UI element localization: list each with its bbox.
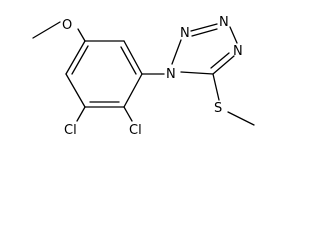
bond-ring-c4-c5	[65, 40, 86, 75]
bond-c5-n1	[180, 71, 214, 75]
bond-ring-c4-c5-inner	[71, 45, 89, 75]
structure-diagram: N N N N O Cl Cl S	[0, 0, 262, 145]
bond-ring-c3-c4	[65, 73, 86, 108]
bond-n3-n4	[229, 26, 238, 44]
bond-ring-cl-right	[123, 106, 133, 122]
bond-ring-c1-c2	[123, 73, 143, 108]
bond-s-methyl	[227, 111, 255, 126]
atom-n3: N	[219, 15, 229, 30]
bond-ring-cl-left	[76, 106, 86, 122]
bond-n4-c5	[212, 55, 235, 75]
bond-n2-n3-inner	[191, 28, 218, 37]
substituent-bonds	[32, 21, 165, 122]
atom-n4: N	[233, 44, 243, 59]
atom-labels: N N N N O Cl Cl S	[62, 15, 243, 138]
benzene-ring	[65, 40, 143, 108]
bond-ring-c6-c1	[123, 40, 143, 75]
molecule-drawing: N N N N O Cl Cl S	[32, 15, 255, 138]
atom-cl-right: Cl	[129, 123, 142, 138]
atom-cl-left: Cl	[64, 123, 77, 138]
bond-n2-n3	[190, 23, 218, 32]
atom-o: O	[62, 18, 72, 33]
bond-n4-c5-inner	[210, 52, 230, 69]
bond-c5-s	[212, 73, 220, 101]
bond-n1-n2	[171, 39, 182, 65]
bond-ring-o	[77, 28, 86, 42]
atom-s: S	[214, 101, 222, 116]
bond-o-methyl	[32, 21, 61, 39]
atom-n1: N	[166, 67, 176, 82]
atom-n2: N	[180, 26, 190, 41]
tetrazole-ring	[171, 23, 255, 126]
bond-ring-c6-c1-inner	[120, 46, 137, 75]
